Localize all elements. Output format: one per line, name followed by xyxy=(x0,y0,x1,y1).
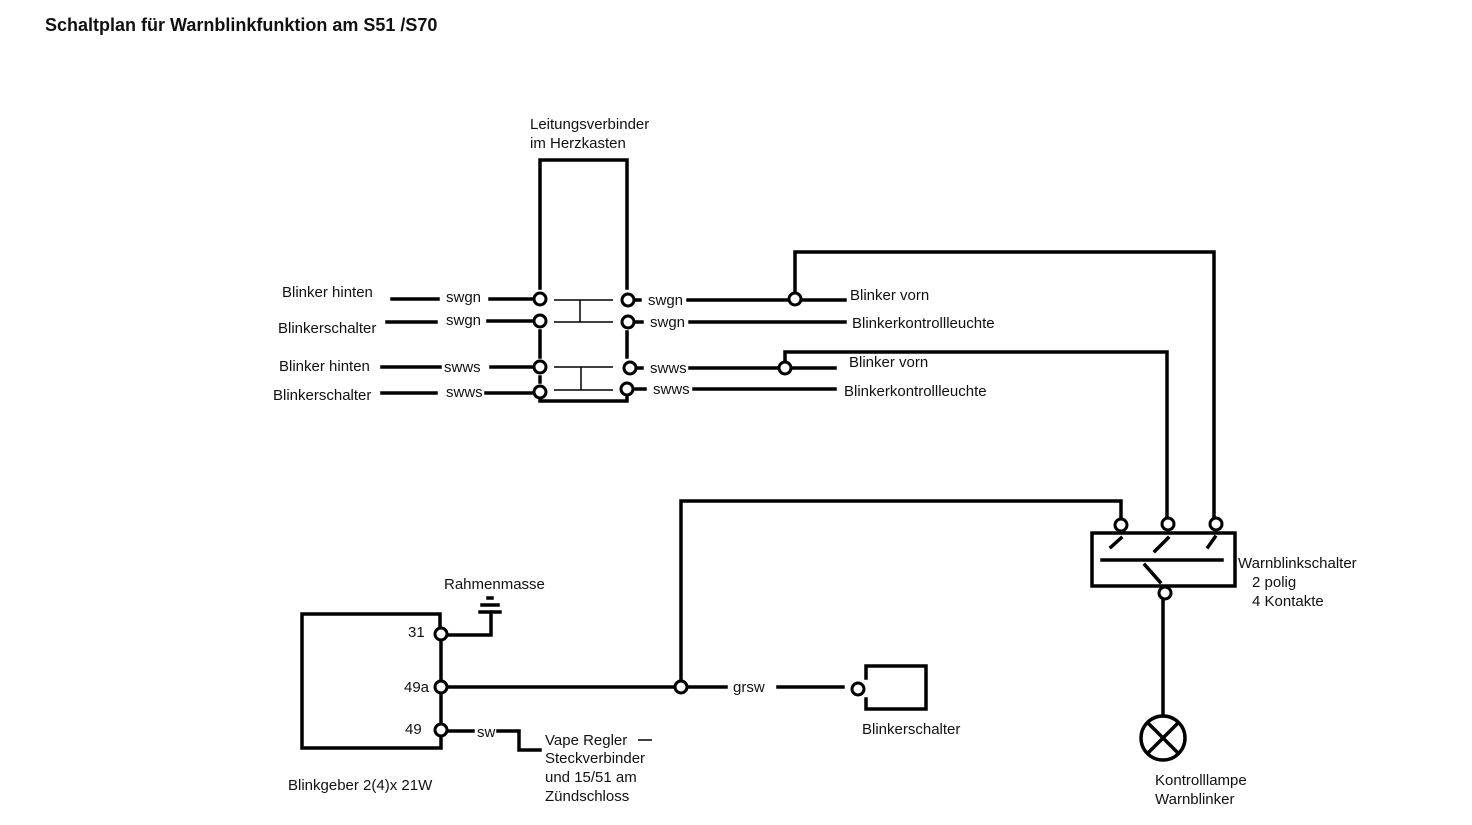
wire-49a-to-switch xyxy=(679,499,1123,682)
splice-node xyxy=(777,360,793,376)
flasher-relay-label: Blinkgeber 2(4)x 21W xyxy=(288,777,433,794)
connector-bridge-wire xyxy=(538,158,629,290)
right-wire-label: Blinker vorn xyxy=(850,287,929,304)
ground-icon xyxy=(446,596,502,637)
wire-color-code: swgn xyxy=(446,312,481,329)
wire-color-code: swws xyxy=(650,360,687,377)
terminal-label: 49a xyxy=(404,679,430,696)
connector-node xyxy=(532,291,548,307)
wire-color-code: swws xyxy=(653,381,690,398)
connector-node xyxy=(620,292,636,308)
wire-color-code: sw xyxy=(477,724,496,741)
wire-color-code: grsw xyxy=(733,679,765,696)
connector-node xyxy=(532,384,548,400)
turn-switch-label: Blinkerschalter xyxy=(862,721,960,738)
left-wire-label: Blinker hinten xyxy=(282,284,373,301)
right-wire-label: Blinkerkontrollleuchte xyxy=(852,315,995,332)
connector-block-label-1: Leitungsverbinder xyxy=(530,116,649,133)
wire-color-code: swgn xyxy=(446,289,481,306)
connector-node xyxy=(620,314,636,330)
lamp-label-1: Kontrolllampe xyxy=(1155,772,1247,789)
switch-contact xyxy=(1208,516,1224,532)
hazard-switch-label-2: 2 polig xyxy=(1252,574,1296,591)
wire-color-code: swws xyxy=(444,359,481,376)
left-wire xyxy=(385,319,533,324)
switch-contact xyxy=(1113,517,1129,533)
turn-switch-body xyxy=(864,664,928,711)
internal-link-swgn xyxy=(554,299,613,323)
flasher-relay-box xyxy=(300,612,443,750)
connector-bus-left xyxy=(538,329,629,403)
left-wire-label: Blinkerschalter xyxy=(273,387,371,404)
switch-common-contact xyxy=(1157,585,1173,601)
terminal-label: 49 xyxy=(405,721,422,738)
wire-49-sw xyxy=(446,729,542,752)
wire-color-code: swgn xyxy=(648,292,683,309)
switch-contact xyxy=(1160,516,1176,532)
supply-label-2: Steckverbinder xyxy=(545,750,645,767)
turn-switch-contact xyxy=(850,681,866,697)
left-wire-label: Blinkerschalter xyxy=(278,320,376,337)
switch-common-blade xyxy=(1142,562,1163,585)
connector-block-label-2: im Herzkasten xyxy=(530,135,626,152)
supply-label-4: Zündschloss xyxy=(545,788,629,805)
switch-blades xyxy=(1108,534,1218,554)
ground-label: Rahmenmasse xyxy=(444,576,545,593)
internal-link-swws xyxy=(554,366,613,391)
supply-label-1: Vape Regler xyxy=(545,732,627,749)
hazard-switch-body xyxy=(1090,531,1237,588)
hazard-switch-label-3: 4 Kontakte xyxy=(1252,593,1324,610)
hazard-switch xyxy=(1090,516,1237,601)
terminal-49a-node xyxy=(433,679,449,695)
lamp-label-2: Warnblinker xyxy=(1155,791,1234,808)
terminal-49-node xyxy=(433,722,449,738)
connector-node xyxy=(532,359,548,375)
wire-front-swws-to-switch xyxy=(783,350,1169,520)
right-wire-label: Blinkerkontrollleuchte xyxy=(844,383,987,400)
hazard-switch-label-1: Warnblinkschalter xyxy=(1238,555,1357,572)
connector-node xyxy=(622,360,638,376)
connector-node xyxy=(532,313,548,329)
wire-color-code: swgn xyxy=(650,314,685,331)
left-wire-label: Blinker hinten xyxy=(279,358,370,375)
wire-color-code: swws xyxy=(446,384,483,401)
splice-node xyxy=(787,291,803,307)
connector-node xyxy=(619,381,635,397)
terminal-31-node xyxy=(433,626,449,642)
lamp-icon xyxy=(1139,714,1187,762)
terminal-label: 31 xyxy=(408,624,425,641)
wire-front-swgn-to-switch xyxy=(793,250,1216,519)
diagram-title: Schaltplan für Warnblinkfunktion am S51 … xyxy=(45,15,438,35)
right-wire-label: Blinker vorn xyxy=(849,354,928,371)
splice-node xyxy=(673,679,689,695)
supply-label-3: und 15/51 am xyxy=(545,769,637,786)
